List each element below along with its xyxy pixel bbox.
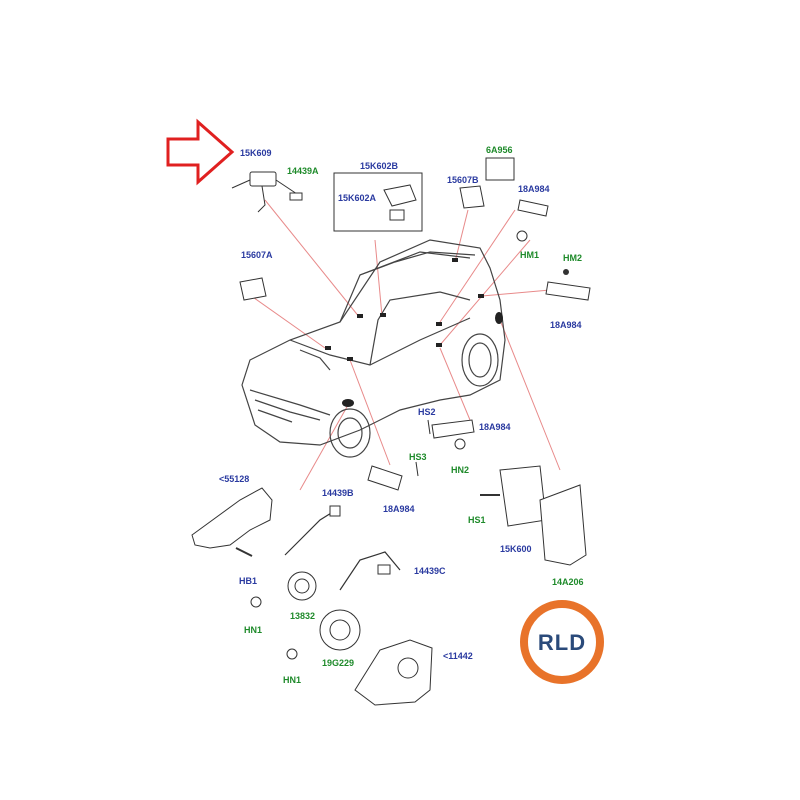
part-6A956 [485, 157, 515, 181]
label-HS1: HS1 [468, 515, 486, 525]
part-15K600 [499, 465, 547, 527]
part-14439B [284, 509, 337, 556]
label-15K609: 15K609 [240, 148, 272, 158]
label-13832: 13832 [290, 611, 316, 621]
part-HB1 [235, 547, 253, 557]
part-18A984-mid [427, 419, 475, 450]
label-19G229: 19G229 [322, 658, 355, 668]
label-HN1-b: HN1 [283, 675, 302, 685]
part-13832 [287, 571, 317, 601]
car-markers [325, 258, 503, 407]
label-15K602A: 15K602A [338, 193, 377, 203]
label-14439A: 14439A [287, 166, 319, 176]
part-15K609 [231, 171, 303, 213]
leader-lines [249, 199, 561, 491]
label-HB1: HB1 [239, 576, 258, 586]
part-15607A [239, 277, 267, 301]
rld-logo: RLD [520, 600, 604, 684]
label-15607B: 15607B [447, 175, 479, 185]
label-HS2: HS2 [418, 407, 436, 417]
label-18A984-top: 18A984 [518, 184, 550, 194]
part-14A206 [539, 484, 587, 566]
pointer-arrow-icon [166, 118, 235, 186]
label-HN1-a: HN1 [244, 625, 263, 635]
label-6A956: 6A956 [486, 145, 513, 155]
label-11442: <11442 [443, 651, 473, 661]
label-18A984-right: 18A984 [550, 320, 582, 330]
label-HS3: HS3 [409, 452, 427, 462]
label-18A984-mid: 18A984 [479, 422, 511, 432]
label-18A984-low: 18A984 [383, 504, 415, 514]
label-15K600: 15K600 [500, 544, 532, 554]
logo-ring [520, 600, 604, 684]
label-15K602B: 15K602B [360, 161, 399, 171]
label-14439C: 14439C [414, 566, 446, 576]
label-HM1: HM1 [520, 250, 540, 260]
part-55128 [191, 487, 273, 549]
part-15607B [459, 185, 485, 209]
part-11442 [354, 639, 433, 706]
part-HM2 [563, 269, 569, 275]
car-outline [241, 239, 506, 458]
label-HN2: HN2 [451, 465, 470, 475]
part-18A984-right [545, 281, 591, 301]
part-14439C [339, 551, 401, 591]
part-HN1-b [286, 648, 298, 660]
part-18A984-top [517, 199, 549, 217]
part-HN1-a [250, 596, 262, 608]
label-55128: <55128 [219, 474, 250, 484]
part-15K602A [383, 184, 417, 221]
box-15K602B [333, 172, 423, 232]
part-18A984-low [367, 461, 419, 491]
label-15607A: 15607A [241, 250, 273, 260]
part-19G229 [319, 609, 361, 651]
part-HM1 [516, 230, 528, 242]
label-14439B: 14439B [322, 488, 354, 498]
label-14A206: 14A206 [552, 577, 584, 587]
logo-text: RLD [537, 630, 587, 655]
label-HM2: HM2 [563, 253, 583, 263]
